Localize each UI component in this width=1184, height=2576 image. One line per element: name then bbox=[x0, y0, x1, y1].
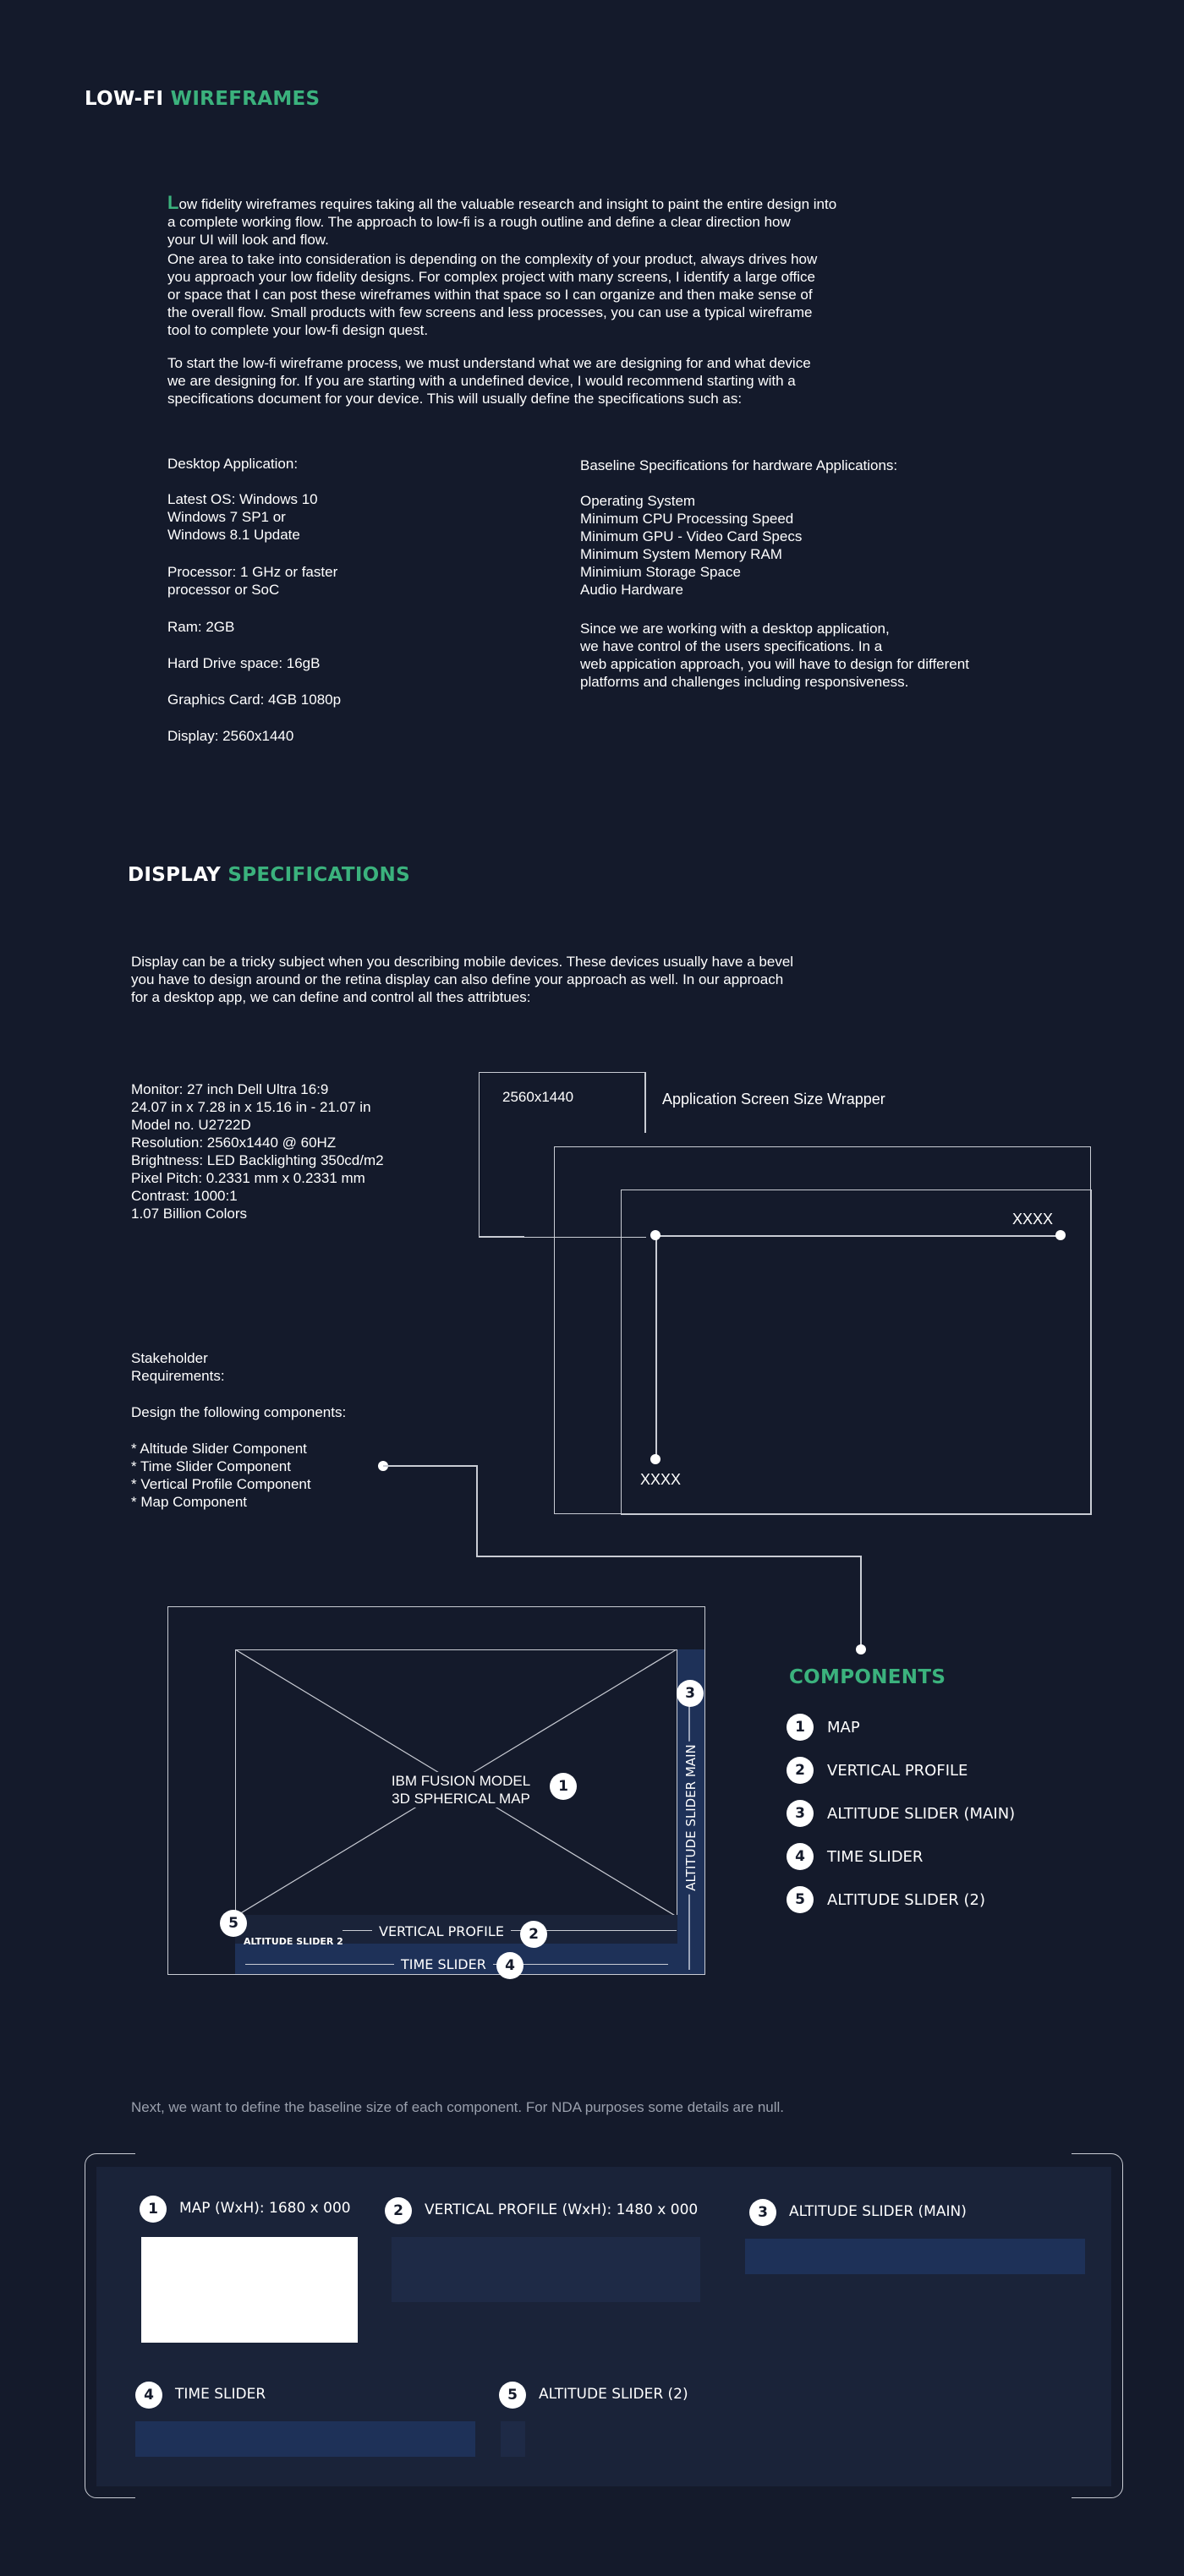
card-number-2: 2 bbox=[385, 2197, 412, 2224]
drop-cap: L bbox=[167, 192, 179, 213]
frame-edge bbox=[479, 1236, 524, 1238]
wireframe-outer bbox=[167, 1606, 705, 1975]
vertical-profile-label: VERTICAL PROFILE bbox=[372, 1922, 511, 1940]
baseline-list: Operating System Minimum CPU Processing … bbox=[580, 493, 803, 598]
design-heading: Design the following components: bbox=[131, 1404, 347, 1420]
spec-os: Latest OS: Windows 10 Windows 7 SP1 or W… bbox=[167, 491, 318, 543]
time-slider-size-box bbox=[135, 2421, 475, 2457]
card-label-vertical-profile: VERTICAL PROFILE (WxH): 1480 x 000 bbox=[425, 2201, 699, 2218]
components-heading: COMPONENTS bbox=[789, 1666, 946, 1688]
time-slider-label: TIME SLIDER bbox=[394, 1955, 493, 1973]
vertical-profile-number-badge: 2 bbox=[520, 1921, 547, 1948]
legend-label: ALTITUDE SLIDER (MAIN) bbox=[827, 1805, 1016, 1823]
legend-label: TIME SLIDER bbox=[827, 1848, 924, 1866]
paragraph-start: To start the low-fi wireframe process, w… bbox=[167, 355, 811, 407]
vertical-profile-size-box bbox=[392, 2237, 700, 2302]
desktop-heading: Desktop Application: bbox=[167, 456, 299, 472]
intro-text: ow fidelity wireframes requires taking a… bbox=[167, 196, 837, 248]
frame-gap-top bbox=[135, 2147, 1072, 2161]
dimension-dot bbox=[1055, 1230, 1066, 1240]
connector-line bbox=[860, 1556, 862, 1649]
width-placeholder: XXXX bbox=[1012, 1211, 1054, 1228]
stakeholder-heading: Stakeholder Requirements: bbox=[131, 1350, 225, 1384]
legend-label: MAP bbox=[827, 1719, 860, 1736]
legend-number: 2 bbox=[787, 1757, 814, 1784]
connector-line bbox=[476, 1556, 862, 1557]
card-number-3: 3 bbox=[749, 2199, 776, 2226]
wrapper-label: Application Screen Size Wrapper bbox=[662, 1091, 885, 1108]
frame-edge bbox=[644, 1072, 646, 1133]
altitude-slider-main-label: ALTITUDE SLIDER MAIN bbox=[683, 1741, 699, 1895]
legend-number: 1 bbox=[787, 1714, 814, 1741]
spec-ram: Ram: 2GB bbox=[167, 619, 235, 635]
intro-paragraph: Low fidelity wireframes requires taking … bbox=[167, 176, 1013, 249]
title-part-white: LOW-FI bbox=[85, 88, 171, 110]
frame-gap-bottom bbox=[135, 2490, 1072, 2503]
map-title: IBM FUSION MODEL 3D SPHERICAL MAP bbox=[372, 1772, 550, 1808]
legend-label: VERTICAL PROFILE bbox=[827, 1762, 968, 1780]
spec-hdd: Hard Drive space: 16gB bbox=[167, 655, 321, 671]
display-intro: Display can be a tricky subject when you… bbox=[131, 954, 794, 1005]
resolution-label: 2560x1440 bbox=[502, 1089, 574, 1105]
connector-dot bbox=[856, 1644, 866, 1654]
card-label-time-slider: TIME SLIDER bbox=[175, 2386, 266, 2403]
section-title-display: DISPLAY SPECIFICATIONS bbox=[128, 864, 410, 886]
altitude-main-number-badge: 3 bbox=[677, 1680, 704, 1707]
time-slider-number-badge: 4 bbox=[496, 1952, 523, 1979]
card-label-altitude-main: ALTITUDE SLIDER (MAIN) bbox=[789, 2203, 967, 2220]
card-label-altitude-2: ALTITUDE SLIDER (2) bbox=[539, 2386, 688, 2403]
map-size-box bbox=[141, 2237, 358, 2343]
app-outer-frame bbox=[554, 1146, 1091, 1514]
legend-number: 4 bbox=[787, 1843, 814, 1870]
monitor-frame bbox=[479, 1072, 646, 1238]
component-requirements: * Altitude Slider Component * Time Slide… bbox=[131, 1441, 311, 1510]
baseline-heading: Baseline Specifications for hardware App… bbox=[580, 457, 898, 473]
altitude-2-number-badge: 5 bbox=[220, 1910, 247, 1937]
dimension-dot bbox=[650, 1454, 661, 1464]
altitude-slider-main-label-wrap: ALTITUDE SLIDER MAIN bbox=[676, 1716, 706, 1919]
title-part-white: DISPLAY bbox=[128, 864, 228, 886]
connector-line bbox=[383, 1465, 477, 1467]
spec-graphics: Graphics Card: 4GB 1080p bbox=[167, 692, 342, 708]
height-line bbox=[655, 1235, 657, 1459]
title-part-green: SPECIFICATIONS bbox=[227, 864, 410, 886]
card-label-map: MAP (WxH): 1680 x 000 bbox=[179, 2200, 351, 2217]
legend-number: 3 bbox=[787, 1800, 814, 1827]
height-placeholder: XXXX bbox=[640, 1471, 682, 1488]
baseline-size-intro: Next, we want to define the baseline siz… bbox=[131, 2099, 785, 2115]
altitude-slider-2-label: ALTITUDE SLIDER 2 bbox=[244, 1936, 343, 1947]
legend-label: ALTITUDE SLIDER (2) bbox=[827, 1891, 986, 1909]
dimension-dot bbox=[650, 1230, 661, 1240]
connector-line bbox=[476, 1465, 478, 1556]
title-part-green: WIREFRAMES bbox=[170, 88, 321, 110]
card-number-4: 4 bbox=[135, 2382, 162, 2409]
monitor-specs: Monitor: 27 inch Dell Ultra 16:9 24.07 i… bbox=[131, 1081, 384, 1222]
legend-number: 5 bbox=[787, 1886, 814, 1913]
width-line bbox=[655, 1235, 1061, 1237]
map-number-badge: 1 bbox=[550, 1773, 577, 1800]
spec-display: Display: 2560x1440 bbox=[167, 728, 294, 744]
card-number-1: 1 bbox=[140, 2196, 167, 2223]
spec-processor: Processor: 1 GHz or faster processor or … bbox=[167, 564, 338, 598]
paragraph-complexity: One area to take into consideration is d… bbox=[167, 251, 818, 338]
baseline-note: Since we are working with a desktop appl… bbox=[580, 621, 969, 690]
card-number-5: 5 bbox=[499, 2382, 526, 2409]
altitude-2-size-box bbox=[501, 2421, 525, 2457]
app-inner-frame bbox=[621, 1190, 1092, 1515]
section-title-lowfi: LOW-FI WIREFRAMES bbox=[85, 88, 320, 110]
altitude-main-size-box bbox=[745, 2239, 1085, 2274]
